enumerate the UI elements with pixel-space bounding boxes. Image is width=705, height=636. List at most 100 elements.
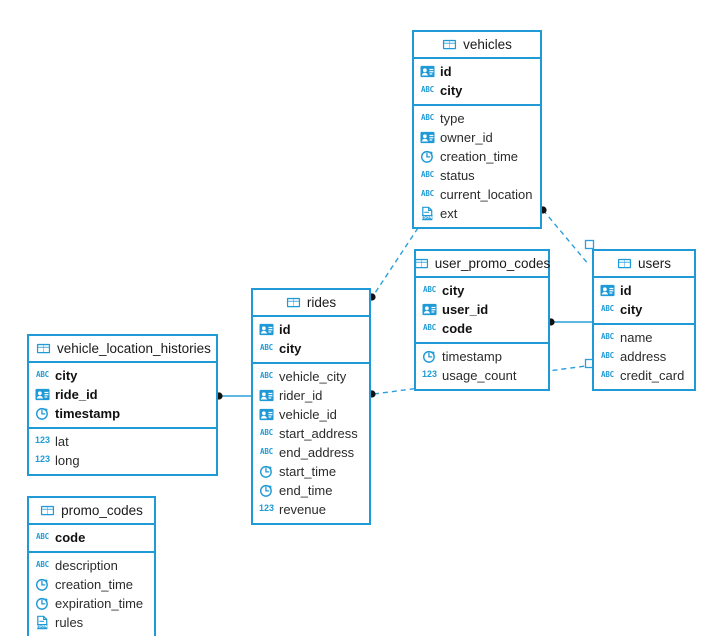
table-header-rides[interactable]: rides [253,290,369,317]
field-row-owner_id[interactable]: owner_id [414,128,540,147]
field-row-creation_time[interactable]: creation_time [29,575,154,594]
primary-key-row-id[interactable]: id [414,62,540,81]
field-label: timestamp [442,349,502,364]
primary-key-row-id[interactable]: id [253,320,369,339]
field-label: city [442,283,465,298]
field-row-type[interactable]: ABC type [414,109,540,128]
table-header-promo_codes[interactable]: promo_codes [29,498,154,525]
field-row-timestamp[interactable]: timestamp [416,347,548,366]
id-card-icon [422,302,437,317]
table-header-user_promo_codes[interactable]: user_promo_codes [414,251,550,278]
field-row-rider_id[interactable]: rider_id [253,386,369,405]
field-label: address [620,349,667,364]
table-header-vehicles[interactable]: vehicles [414,32,540,59]
field-label: id [279,322,291,337]
clock-icon [259,464,274,479]
id-card-icon [35,387,50,402]
field-label: expiration_time [55,596,144,611]
id-card-icon [420,130,435,145]
field-row-vehicle_id[interactable]: vehicle_id [253,405,369,424]
abc-text-icon: ABC [36,369,49,379]
edge-user-promo-codes-to-users[interactable] [547,318,593,326]
field-row-end_time[interactable]: end_time [253,481,369,500]
123-number-icon: 123 [34,454,51,464]
field-label: vehicle_city [279,369,347,384]
field-label: rules [55,615,84,630]
primary-key-row-timestamp[interactable]: timestamp [29,404,216,423]
field-label: user_id [442,302,489,317]
field-label: creation_time [55,577,134,592]
field-label: description [55,558,118,573]
id-card-icon [259,407,274,422]
abc-text-icon: ABC [421,112,434,122]
primary-key-row-id[interactable]: id [594,281,694,300]
field-label: timestamp [55,406,121,421]
edge-vehicle-location-histories-to-rides[interactable] [215,392,252,400]
table-grid-icon [40,503,55,518]
table-name: promo_codes [61,503,143,518]
abc-text-icon: ABC [421,84,434,94]
field-row-vehicle_city[interactable]: ABC vehicle_city [253,367,369,386]
field-label: ride_id [55,387,98,402]
table-header-users[interactable]: users [594,251,694,278]
clock-icon [259,483,274,498]
field-label: revenue [279,502,326,517]
field-row-creation_time[interactable]: creation_time [414,147,540,166]
abc-text-icon: ABC [601,369,614,379]
table-name: vehicles [463,37,512,52]
field-row-expiration_time[interactable]: expiration_time [29,594,154,613]
abc-text-icon: ABC [601,350,614,360]
abc-text-icon: ABC [601,331,614,341]
field-row-address[interactable]: ABC address [594,347,694,366]
primary-key-row-ride_id[interactable]: ride_id [29,385,216,404]
table-grid-icon [414,256,429,271]
field-row-rules[interactable]: JSON rules [29,613,154,632]
field-label: usage_count [442,368,517,383]
field-label: start_address [279,426,358,441]
abc-text-icon: ABC [421,188,434,198]
field-label: lat [55,434,69,449]
svg-text:JSON: JSON [36,623,48,628]
table-header-vehicle_location_histories[interactable]: vehicle_location_histories [29,336,216,363]
table-name: rides [306,295,337,310]
field-label: owner_id [440,130,493,145]
table-grid-icon [36,341,51,356]
clock-icon [422,349,437,364]
abc-text-icon: ABC [260,370,273,380]
field-label: type [440,111,465,126]
field-label: end_address [279,445,355,460]
primary-key-row-user_id[interactable]: user_id [416,300,548,319]
field-row-start_time[interactable]: start_time [253,462,369,481]
field-label: city [279,341,302,356]
